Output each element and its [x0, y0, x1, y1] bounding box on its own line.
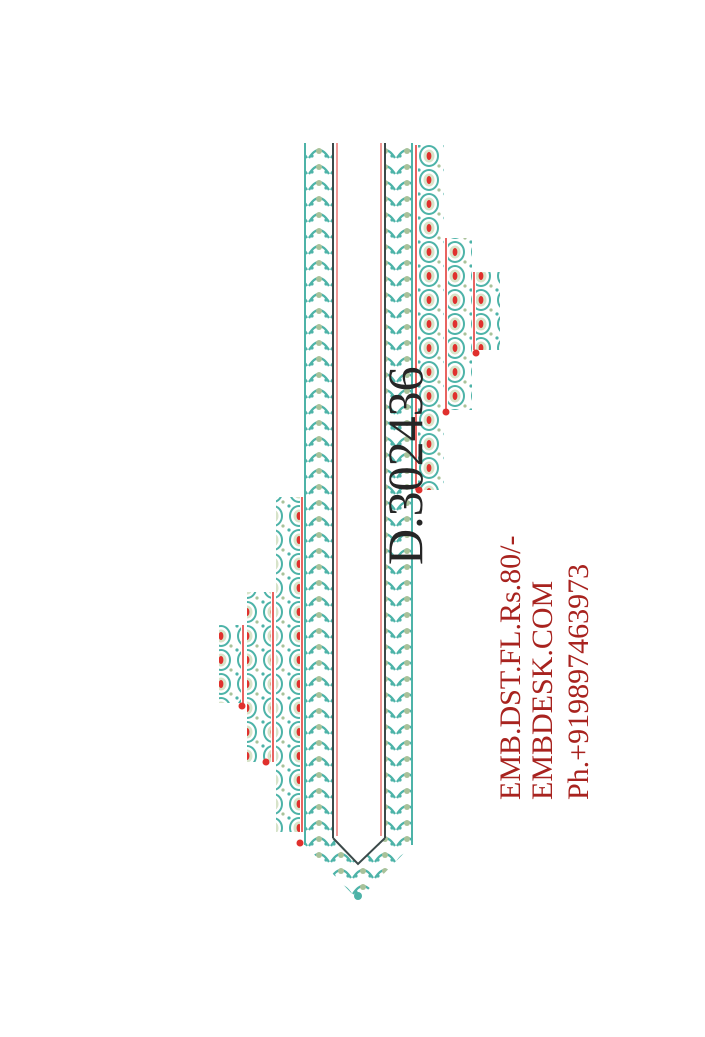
right-strips: [415, 145, 500, 494]
neck-design: [219, 143, 500, 900]
left-strips: [219, 497, 304, 847]
design-code-label: D.302436: [377, 366, 433, 565]
phone-label: Ph.+919897463973: [562, 563, 595, 800]
price-label: EMB.DST.FL.Rs.80/-: [494, 535, 527, 800]
inner-opening: [333, 143, 385, 864]
website-label: EMBDESK.COM: [526, 580, 559, 800]
